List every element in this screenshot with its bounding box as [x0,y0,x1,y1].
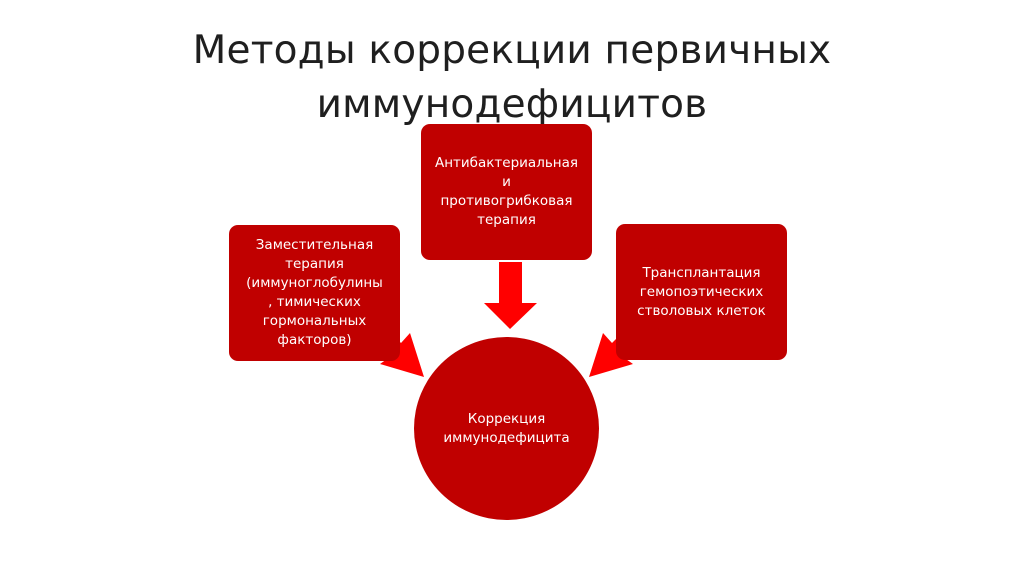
arrow-top-to-center [484,262,537,329]
box-antibacterial-therapy: Антибактериальная и противогрибковая тер… [421,124,592,260]
box-replacement-therapy: Заместительная терапия (иммуноглобулины … [229,225,400,361]
slide-title: Методы коррекции первичных иммунодефицит… [192,28,832,127]
center-immunodeficiency-correction: Коррекция иммунодефицита [414,337,599,520]
box-stem-cell-transplant: Трансплантация гемопоэтических стволовых… [616,224,787,360]
